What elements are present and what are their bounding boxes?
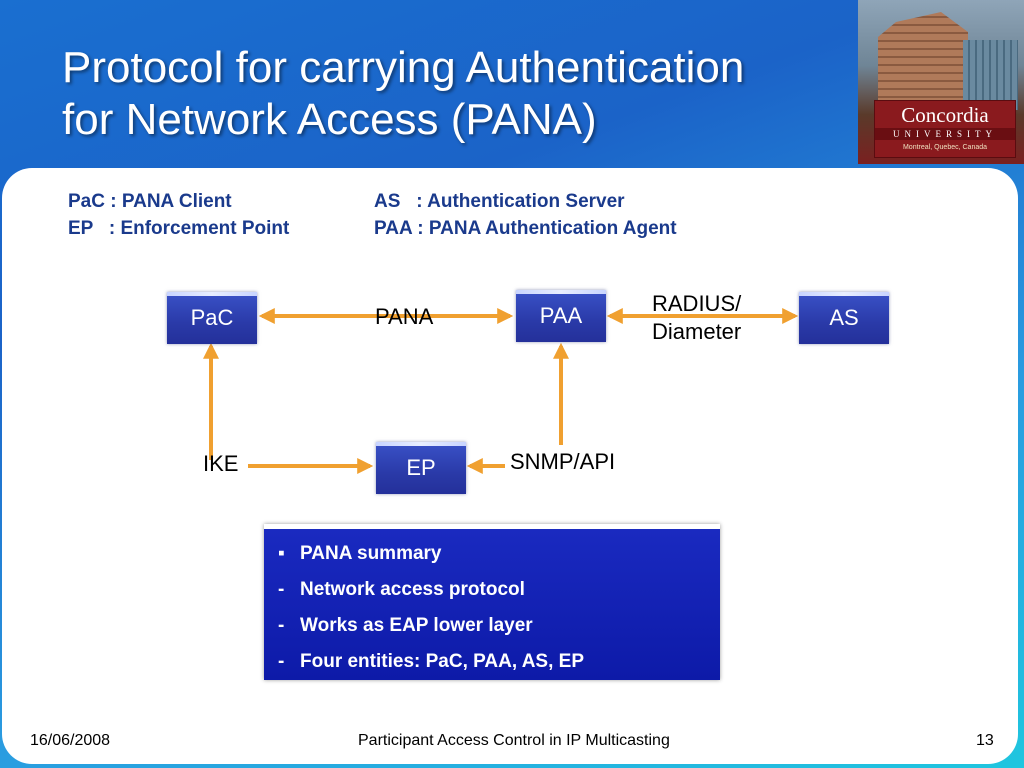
summary-heading-text: PANA summary — [300, 543, 442, 564]
node-paa: PAA — [516, 290, 606, 342]
summary-item-text: Four entities: PaC, PAA, AS, EP — [300, 651, 584, 672]
legend-paa: PAA : PANA Authentication Agent — [374, 218, 677, 239]
summary-item: - Four entities: PaC, PAA, AS, EP — [278, 649, 720, 685]
title-line-2: for Network Access (PANA) — [62, 95, 597, 144]
title-line-1: Protocol for carrying Authentication — [62, 43, 745, 92]
summary-box: ▪ PANA summary - Network access protocol… — [264, 524, 720, 680]
dash-marker: - — [278, 615, 285, 636]
bullet-square-icon: ▪ — [278, 543, 285, 564]
node-pac: PaC — [167, 292, 257, 344]
logo-building-image — [878, 12, 968, 112]
slide-title: Protocol for carrying Authentication for… — [62, 42, 852, 146]
summary-item-text: Network access protocol — [300, 579, 525, 600]
summary-item: - Network access protocol — [278, 577, 720, 613]
edge-label-radius: RADIUS/ Diameter — [652, 290, 741, 346]
footer-date: 16/06/2008 — [30, 732, 111, 749]
footer-title: Participant Access Control in IP Multica… — [358, 732, 670, 749]
edge-label-radius-line2: Diameter — [652, 319, 742, 344]
edge-label-snmp: SNMP/API — [510, 449, 616, 474]
legend-as: AS : Authentication Server — [374, 191, 625, 212]
node-as: AS — [799, 292, 889, 344]
summary-item: - Works as EAP lower layer — [278, 613, 720, 649]
summary-heading: ▪ PANA summary — [278, 541, 720, 577]
logo-building-image-2 — [963, 40, 1018, 110]
edge-label-radius-line1: RADIUS/ — [652, 291, 742, 316]
logo-location: Montreal, Quebec, Canada — [902, 144, 988, 151]
node-ep: EP — [376, 442, 466, 494]
logo-banner: Concordia UNIVERSITY Montreal, Quebec, C… — [874, 100, 1016, 158]
logo-name: Concordia — [901, 103, 989, 127]
dash-marker: - — [278, 579, 285, 600]
dash-marker: - — [278, 651, 285, 672]
concordia-logo: Concordia UNIVERSITY Montreal, Quebec, C… — [858, 0, 1024, 164]
edge-label-pana: PANA — [375, 304, 434, 329]
legend-ep: EP : Enforcement Point — [68, 218, 290, 239]
legend-pac: PaC : PANA Client — [68, 191, 232, 212]
summary-item-text: Works as EAP lower layer — [300, 615, 533, 636]
logo-subtitle: UNIVERSITY — [875, 128, 1015, 140]
page-number: 13 — [976, 732, 994, 749]
edge-label-ike: IKE — [203, 451, 239, 476]
